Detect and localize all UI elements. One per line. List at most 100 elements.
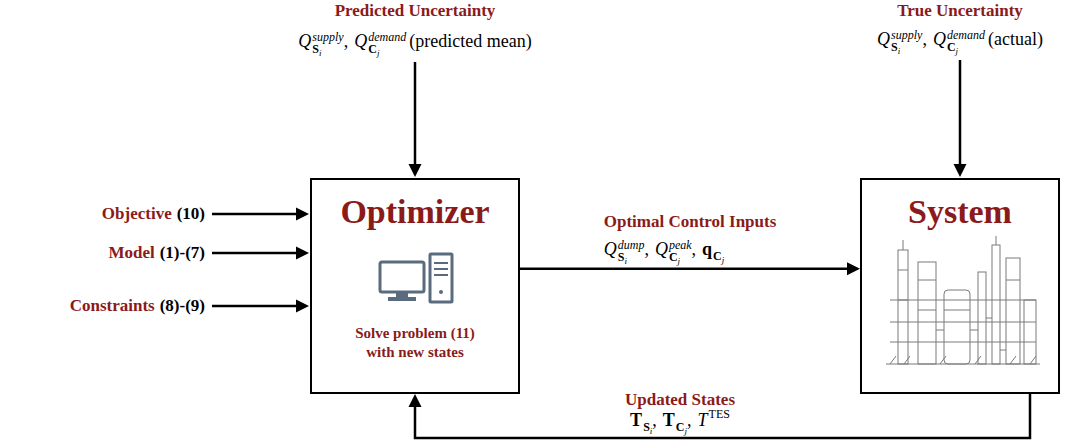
subscript: Cj [368, 43, 406, 59]
subscript-text: S [618, 250, 625, 264]
superscript-text: supply [891, 28, 922, 42]
subscript-index: j [685, 426, 688, 436]
superscript: supply [891, 29, 922, 41]
input-label: Objective (10) [102, 204, 205, 224]
optimizer-box: OptimizerSolve problem (11) with new sta… [310, 178, 520, 394]
math-expression: QdumpSi,QpeakCj,qCj [604, 238, 725, 267]
math-text: , [692, 239, 697, 259]
edge-label: Updated States [625, 390, 735, 410]
subscript: Cj [947, 41, 985, 57]
subscript-index: j [377, 48, 380, 58]
math-symbol: Q [877, 29, 890, 49]
subscript-text: C [676, 420, 685, 434]
script-stack: supplySi [312, 31, 343, 59]
node-title: Optimizer [340, 192, 489, 232]
subscript-index: j [678, 256, 681, 266]
equation-ref: (1)-(7) [160, 243, 205, 262]
math-text: , [922, 29, 927, 49]
industrial-plant-illustration [886, 236, 1040, 364]
superscript-text: supply [312, 30, 343, 44]
equation-ref: (8)-(9) [160, 296, 205, 315]
arrow-head [847, 262, 860, 275]
title-text: Predicted Uncertainty [335, 1, 496, 20]
script-stack: dumpSi [618, 239, 645, 267]
math-symbol: T [698, 410, 708, 430]
math-text: , [687, 410, 692, 430]
subscript: Cj [676, 421, 687, 437]
input-name: Constraints [70, 296, 155, 315]
superscript-text: TES [709, 407, 730, 421]
subscript: Cj [713, 250, 724, 266]
math-text: , [644, 239, 649, 259]
connector [520, 262, 860, 275]
math-symbol: Q [604, 239, 617, 259]
subscript: Si [643, 421, 652, 437]
uncertainty-title: True Uncertainty [897, 1, 1023, 21]
superscript: supply [312, 31, 343, 43]
math-text: (predicted mean) [409, 31, 531, 51]
subscript-text: C [669, 250, 678, 264]
math-expression: QsupplySi,QdemandCj(predicted mean) [298, 30, 531, 59]
math-expression: TSi,TCj,TTES [630, 408, 730, 437]
edge-label-text: Optimal Control Inputs [604, 212, 777, 231]
equation-ref: (10) [177, 204, 205, 223]
subscript-index: i [898, 46, 901, 56]
subscript: Si [312, 43, 343, 59]
script-stack: TES [709, 408, 730, 420]
script-stack: Cj [676, 421, 687, 437]
uncertainty-title: Predicted Uncertainty [335, 1, 496, 21]
system-box: System [860, 178, 1060, 394]
subscript: Si [891, 41, 922, 57]
subscript-text: C [947, 40, 956, 54]
superscript-text: dump [618, 238, 645, 252]
subscript-index: j [956, 46, 959, 56]
subscript-text: S [312, 42, 319, 56]
edge-label-text: Updated States [625, 390, 735, 409]
math-expression: QsupplySi,QdemandCj(actual) [877, 28, 1043, 57]
subscript: Si [618, 251, 645, 267]
input-name: Objective [102, 204, 172, 223]
script-stack: demandCj [368, 31, 406, 59]
subscript-index: i [624, 256, 627, 266]
math-symbol: Q [298, 31, 311, 51]
arrow-head [409, 394, 422, 407]
node-title: System [908, 192, 1012, 232]
script-stack: Si [643, 421, 652, 437]
script-stack: supplySi [891, 29, 922, 57]
math-symbol: T [663, 410, 675, 430]
superscript: demand [368, 31, 406, 43]
subscript-text: S [643, 420, 650, 434]
math-symbol: Q [933, 29, 946, 49]
math-text: (actual) [988, 29, 1043, 49]
connector-line [520, 267, 847, 270]
math-symbol: Q [655, 239, 668, 259]
superscript: demand [947, 29, 985, 41]
superscript: dump [618, 239, 645, 251]
input-name: Model [108, 243, 154, 262]
computer-icon [380, 254, 452, 302]
edge-label: Optimal Control Inputs [604, 212, 777, 232]
superscript: peak [669, 239, 692, 251]
superscript-text: demand [947, 28, 985, 42]
subscript-text: S [891, 40, 898, 54]
superscript: TES [709, 408, 730, 420]
subscript-index: j [722, 255, 725, 265]
math-symbol: Q [354, 31, 367, 51]
subscript-text: C [368, 42, 377, 56]
math-symbol: T [630, 410, 642, 430]
input-label: Constraints (8)-(9) [70, 296, 205, 316]
subscript: Cj [669, 251, 692, 267]
input-arrows [212, 60, 967, 313]
superscript-text: demand [368, 30, 406, 44]
script-stack: Cj [713, 250, 724, 266]
math-text: , [344, 31, 349, 51]
math-text: , [652, 410, 657, 430]
title-text: True Uncertainty [897, 1, 1023, 20]
subscript-index: i [650, 426, 653, 436]
node-body: Solve problem (11) with new states [340, 324, 490, 362]
math-symbol: q [702, 239, 712, 259]
script-stack: peakCj [669, 239, 692, 267]
input-label: Model (1)-(7) [108, 243, 205, 263]
subscript-text: C [713, 249, 722, 263]
script-stack: demandCj [947, 29, 985, 57]
